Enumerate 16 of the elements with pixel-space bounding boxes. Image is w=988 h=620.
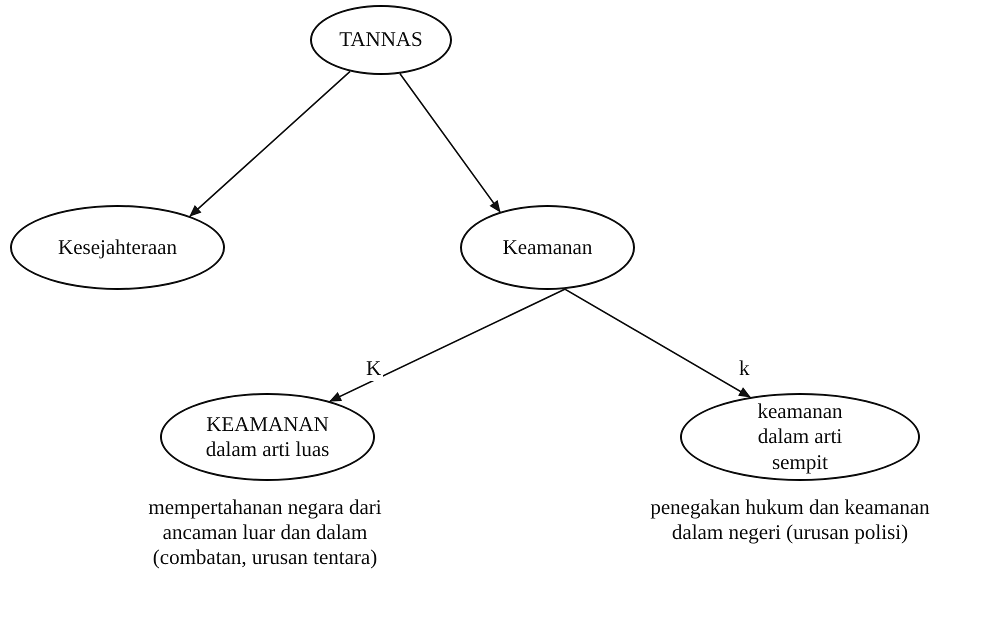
arrow — [189, 70, 351, 217]
ellipse-node — [680, 393, 920, 481]
ellipse-node — [160, 393, 375, 481]
node-label: TANNAS — [339, 27, 423, 53]
node-label: Keamanan — [502, 234, 592, 260]
arrow — [329, 288, 566, 402]
ellipse-node — [10, 205, 225, 290]
node-label: Kesejahteraan — [58, 234, 177, 260]
description-text: penegakan hukum dan keamanan dalam negeri (urusan polisi) — [649, 495, 931, 546]
ellipse-node — [310, 5, 452, 75]
arrow — [564, 288, 751, 398]
description-text: mempertahanan negara dari ancaman luar dan dalam (combatan, urusan tentara) — [147, 495, 383, 571]
ellipse-node — [460, 205, 635, 290]
arrow — [399, 73, 501, 213]
node-label: keamanan dalam arti sempit — [756, 399, 844, 475]
node-label: KEAMANAN dalam arti luas — [204, 412, 330, 462]
